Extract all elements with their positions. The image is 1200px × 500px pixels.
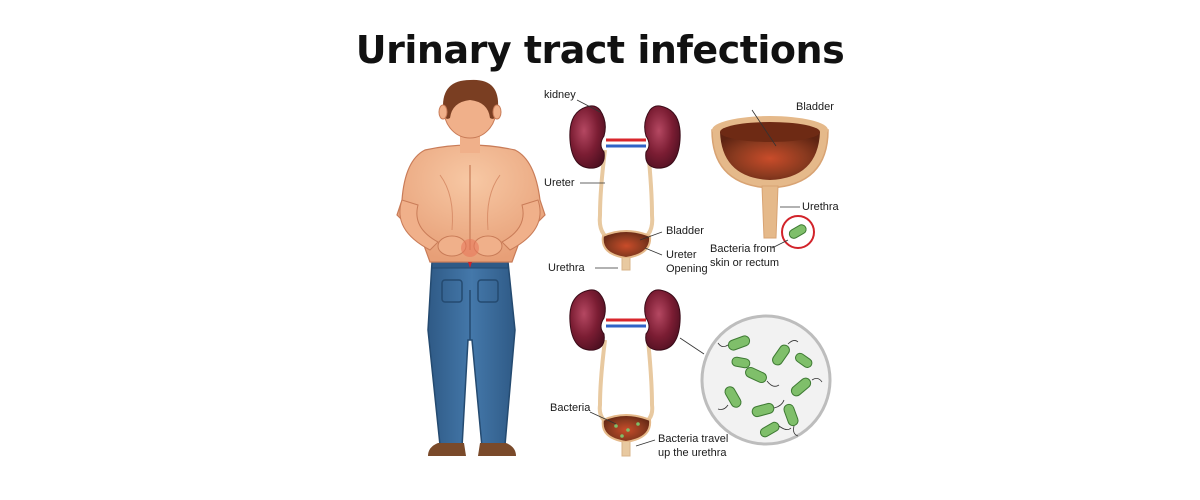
kidney-left-bottom bbox=[569, 289, 606, 351]
kidney-left-top bbox=[569, 105, 606, 169]
label-urethra: Urethra bbox=[548, 262, 586, 274]
label-bacteria-travel-1: Bacteria travel bbox=[658, 433, 728, 445]
right-shoe bbox=[478, 443, 516, 456]
page-title: Urinary tract infections bbox=[355, 28, 845, 72]
bladder-top bbox=[601, 230, 652, 260]
label-inset-bladder: Bladder bbox=[796, 101, 834, 113]
label-bacteria-travel-2: up the urethra bbox=[658, 447, 727, 459]
label-ureter: Ureter bbox=[544, 177, 575, 189]
label-kidney: kidney bbox=[544, 89, 576, 101]
left-shoe bbox=[428, 443, 466, 456]
label-inset-urethra: Urethra bbox=[802, 201, 840, 213]
bacteria-highlight-circle bbox=[781, 215, 815, 249]
jeans bbox=[427, 261, 516, 448]
label-inset-bacteria-1: Bacteria from bbox=[710, 243, 775, 255]
bladder-bottom bbox=[601, 414, 652, 444]
label-bacteria: Bacteria bbox=[550, 402, 591, 414]
urinary-system-bottom bbox=[569, 289, 705, 457]
label-ureter-opening-2: Opening bbox=[666, 263, 708, 275]
kidney-right-bottom bbox=[644, 289, 681, 351]
bladder-inset bbox=[711, 109, 829, 249]
kidney-right-top bbox=[644, 105, 681, 169]
person-illustration bbox=[396, 79, 546, 456]
bacteria-magnified bbox=[700, 314, 832, 446]
label-ureter-opening-1: Ureter bbox=[666, 249, 697, 261]
label-bladder: Bladder bbox=[666, 225, 704, 237]
urinary-system-top bbox=[569, 99, 681, 271]
label-inset-bacteria-2: skin or rectum bbox=[710, 257, 779, 269]
hair bbox=[442, 79, 499, 119]
